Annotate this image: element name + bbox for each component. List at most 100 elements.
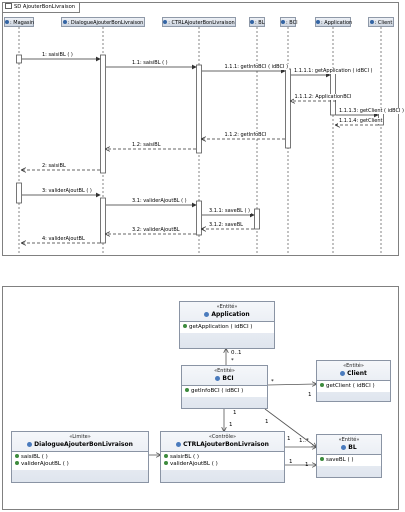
message-label: 1.1.1.1: getApplication ( idBCI ) [293, 68, 374, 74]
class-stereotype: «Entité» [338, 437, 360, 443]
activation-bar [16, 182, 22, 204]
lifeline-head-application[interactable]: : Application [315, 17, 353, 27]
operation-icon [15, 461, 19, 465]
class-name: BCI [222, 375, 234, 382]
lifeline-head-client[interactable]: : Client [368, 17, 394, 27]
class-operations: saisirBL ( ) validerAjoutBL ( ) [161, 452, 284, 470]
class-bl[interactable]: «Entité» BL saveBL ( ) [316, 434, 382, 478]
message-label: 3: validerAjoutBL ( ) [41, 188, 93, 194]
activation-bar [100, 197, 106, 244]
multiplicity: 0..1 [231, 350, 242, 356]
class-operations: getInfoBCI ( idBCI ) [182, 386, 267, 397]
operation[interactable]: saisiBL ( ) [15, 454, 145, 461]
lifeline-label: : BL [255, 20, 265, 26]
lifeline-icon [250, 20, 254, 24]
operation-icon [164, 454, 168, 458]
operation[interactable]: saveBL ( ) [320, 457, 378, 464]
class-bci[interactable]: «Entité» BCI getInfoBCI ( idBCI ) [181, 365, 268, 409]
lifeline-label: : BCI [286, 20, 298, 26]
class-separator [182, 385, 267, 386]
class-icon [215, 376, 221, 381]
activation-bar [16, 54, 22, 64]
multiplicity: 1 [308, 392, 312, 398]
message-label: 1.1.1.4: getClient [338, 118, 384, 124]
lifeline-head-ctrl[interactable]: : CTRLAjouterBonLivraison [162, 17, 236, 27]
class-icon [27, 442, 33, 447]
lifeline-icon [5, 20, 9, 24]
frame-icon [5, 3, 12, 9]
activation-bar [196, 64, 202, 154]
multiplicity: 1 [233, 410, 237, 416]
lifeline-head-dialogue[interactable]: : DialogueAjouterBonLivraison [61, 17, 145, 27]
class-separator [317, 380, 390, 381]
lifeline-label: : Magasin [10, 20, 35, 26]
activation-bar [254, 208, 260, 230]
operation[interactable]: getClient ( idBCI ) [320, 383, 387, 390]
class-name: CTRLAjouterBonLivraison [183, 441, 269, 448]
lifeline-head-magasin[interactable]: : Magasin [4, 17, 34, 27]
class-separator [317, 454, 381, 455]
class-operations: saveBL ( ) [317, 455, 381, 466]
message-label: 3.1.2: saveBL [208, 222, 244, 228]
message-label: 3.1.1: saveBL ( ) [208, 208, 251, 214]
sequence-diagram-title: SD AjouterBonLivraison [3, 3, 81, 13]
multiplicity: * [271, 379, 274, 385]
multiplicity: * [231, 358, 234, 364]
message-label: 3.1: validerAjoutBL ( ) [131, 198, 188, 204]
lifeline-icon [163, 20, 168, 24]
message-label: 3.2: validerAjoutBL [131, 227, 181, 233]
lifeline-head-bl[interactable]: : BL [249, 17, 265, 27]
lifeline-head-bci[interactable]: : BCI [280, 17, 298, 27]
multiplicity: 1 [229, 422, 233, 428]
message-label: 1.1.1.2: ApplicationBCI [293, 94, 353, 100]
class-ctrl-ajouter-bon-livraison[interactable]: «Contrôle» CTRLAjouterBonLivraison saisi… [160, 431, 285, 483]
operation-icon [185, 388, 189, 392]
association-bci-bl[interactable] [264, 408, 316, 447]
message-label: 1.1.2: getInfoBCI [223, 132, 268, 138]
message-label: 1.1: saisiBL ( ) [131, 60, 169, 66]
class-application[interactable]: «Entité» Application getApplication ( id… [179, 301, 275, 349]
activation-bar [100, 54, 106, 174]
message-label: 1.1.1.3: getClient ( idBCI ) [338, 108, 405, 114]
operation[interactable]: saisirBL ( ) [164, 454, 281, 461]
class-icon [340, 371, 346, 376]
multiplicity: 1..* [299, 438, 309, 444]
sequence-diagram-canvas [16, 27, 384, 255]
class-diagram-canvas [149, 287, 400, 511]
operation-icon [164, 461, 168, 465]
class-icon [204, 312, 210, 317]
class-dialogue-ajouter-bon-livraison[interactable]: «Limite» DialogueAjouterBonLivraison sai… [11, 431, 149, 483]
class-name: Application [211, 311, 250, 318]
operation[interactable]: getInfoBCI ( idBCI ) [185, 388, 264, 395]
lifeline-label: : Client [374, 20, 393, 26]
operation-icon [320, 457, 324, 461]
class-operations: saisiBL ( ) validerAjoutBL ( ) [12, 452, 148, 470]
lifeline-icon [281, 20, 285, 24]
class-name: DialogueAjouterBonLivraison [34, 441, 133, 448]
lifeline-label: : Application [321, 20, 353, 26]
class-name: BL [348, 444, 357, 451]
class-client[interactable]: «Entité» Client getClient ( idBCI ) [316, 360, 391, 402]
class-stereotype: «Contrôle» [208, 434, 237, 440]
operation[interactable]: validerAjoutBL ( ) [164, 461, 281, 468]
association-bci-client[interactable] [267, 384, 316, 385]
operation[interactable]: getApplication ( idBCI ) [183, 324, 271, 331]
class-operations: getApplication ( idBCI ) [180, 322, 274, 333]
message-label: 4: validerAjoutBL [41, 236, 86, 242]
lifeline-icon [62, 20, 67, 24]
lifeline-icon [316, 20, 320, 24]
message-label: 1.1.1: getInfoBCI ( idBCI ) [223, 64, 290, 70]
class-diagram: «Entité» Application getApplication ( id… [2, 286, 399, 510]
lifeline-label: : DialogueAjouterBonLivraison [67, 20, 144, 26]
operation-icon [320, 383, 324, 387]
class-operations: getClient ( idBCI ) [317, 381, 390, 392]
class-icon [176, 442, 182, 447]
class-stereotype: «Limite» [69, 434, 91, 440]
operation[interactable]: validerAjoutBL ( ) [15, 461, 145, 468]
class-stereotype: «Entité» [216, 304, 238, 310]
class-name: Client [347, 370, 367, 377]
message-label: 2: saisiBL [41, 163, 67, 169]
lifeline-icon [369, 20, 374, 24]
message-label: 1: saisiBL ( ) [41, 52, 74, 58]
class-icon [341, 445, 347, 450]
